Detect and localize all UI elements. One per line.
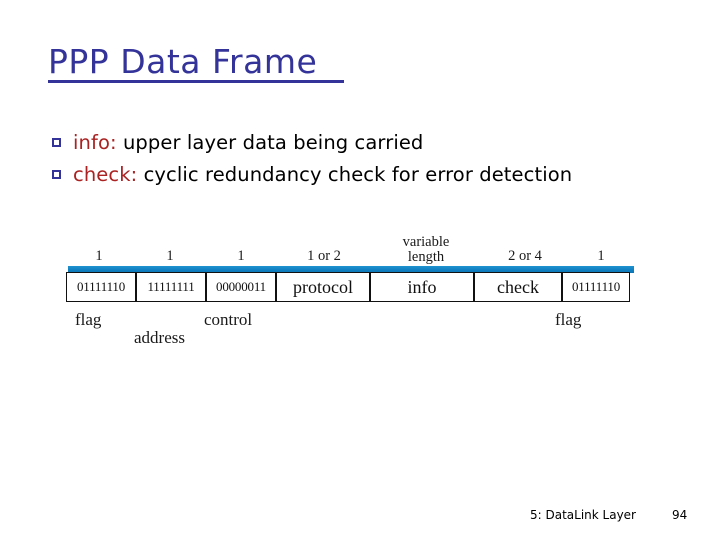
frame-field-flag-end: 01111110 xyxy=(562,272,630,302)
accent-bar xyxy=(68,266,634,273)
field-name-address: address xyxy=(134,328,185,347)
ppp-frame-diagram: 1 1 1 1 or 2 variable length 2 or 4 1 01… xyxy=(66,228,634,347)
bullet-keyword: info: xyxy=(73,131,117,154)
bullet-item-text: check: cyclic redundancy check for error… xyxy=(73,160,572,189)
field-size-check: 2 or 4 xyxy=(508,248,542,264)
bullet-keyword: check: xyxy=(73,163,138,186)
field-size-flag-end: 1 xyxy=(597,248,605,264)
title-underline xyxy=(48,80,344,83)
footer-section-label: 5: DataLink Layer xyxy=(530,508,636,522)
field-name-flag-end: flag xyxy=(555,310,582,329)
footer-page-number: 94 xyxy=(672,508,688,522)
field-name-row: flag address control flag xyxy=(66,306,630,354)
frame-field-check: check xyxy=(474,272,562,302)
list-item: info: upper layer data being carried xyxy=(52,128,612,157)
frame-field-flag: 01111110 xyxy=(66,272,136,302)
frame-field-address: 11111111 xyxy=(136,272,206,302)
frame-field-protocol: protocol xyxy=(276,272,370,302)
frame-field-info: info xyxy=(370,272,474,302)
field-size-protocol: 1 or 2 xyxy=(307,248,341,264)
bullet-body: upper layer data being carried xyxy=(116,131,424,154)
bullet-item-text: info: upper layer data being carried xyxy=(73,128,423,157)
field-size-control: 1 xyxy=(237,248,245,264)
field-size-info-line1: variable xyxy=(402,234,450,250)
frame-field-control: 00000011 xyxy=(206,272,276,302)
square-bullet-icon xyxy=(52,170,61,179)
bullet-list: info: upper layer data being carried che… xyxy=(52,128,612,192)
bullet-body: cyclic redundancy check for error detect… xyxy=(137,163,573,186)
field-name-flag: flag xyxy=(75,310,102,329)
square-bullet-icon xyxy=(52,138,61,147)
field-size-info: variable length xyxy=(374,235,478,264)
list-item: check: cyclic redundancy check for error… xyxy=(52,160,612,189)
frame-fields-row: 01111110 11111111 00000011 protocol info… xyxy=(66,272,630,302)
page-title: PPP Data Frame xyxy=(48,42,318,81)
field-size-row: 1 1 1 1 or 2 variable length 2 or 4 1 xyxy=(66,228,630,264)
field-name-control: control xyxy=(204,310,253,329)
field-size-flag: 1 xyxy=(95,248,103,264)
field-size-info-line2: length xyxy=(407,248,445,265)
field-size-address: 1 xyxy=(166,248,174,264)
